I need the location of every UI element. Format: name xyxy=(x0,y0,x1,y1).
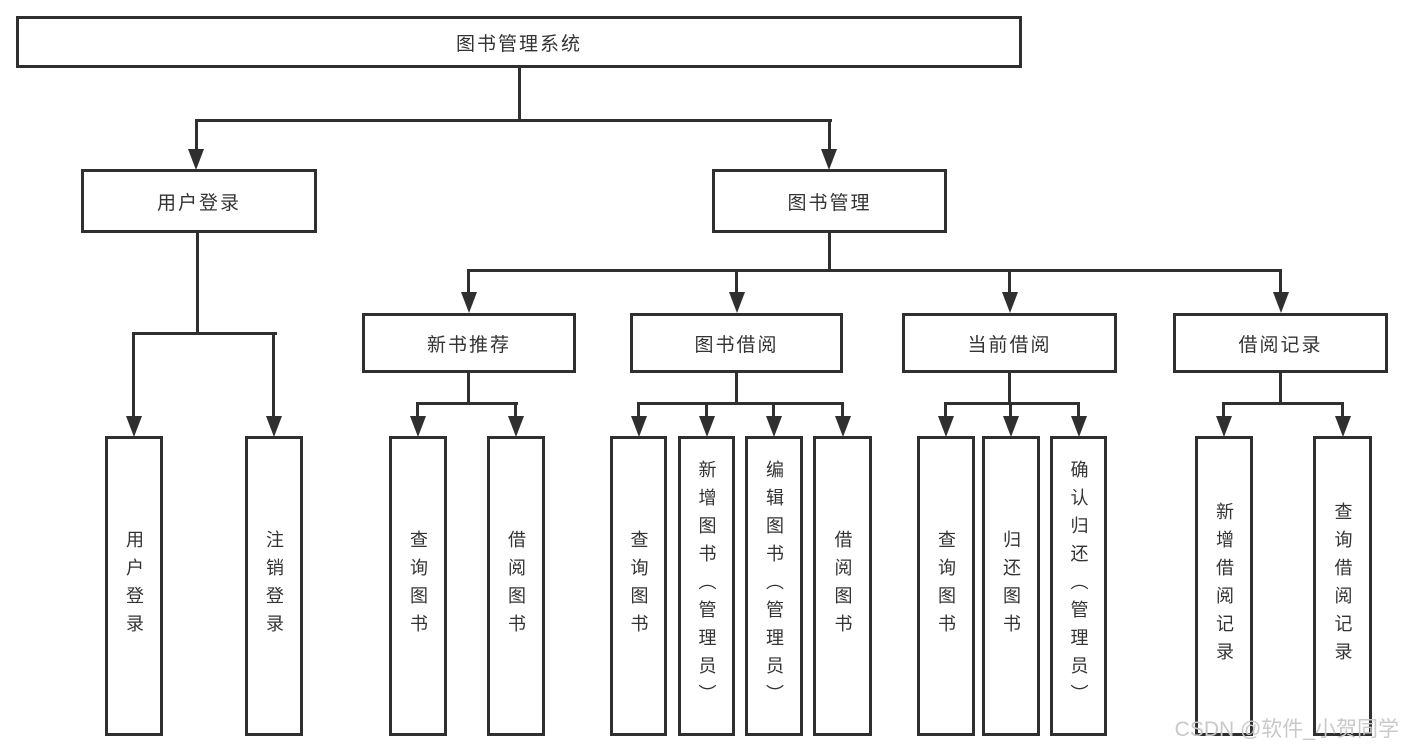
leaf-user-login-label: 用户登录 xyxy=(124,530,144,642)
connector-line xyxy=(637,402,640,418)
node-book-borrow-label: 图书借阅 xyxy=(694,334,779,356)
connector-line xyxy=(772,402,775,418)
node-book-management-label: 图书管理 xyxy=(787,192,872,214)
leaf-newbook-borrow-label: 借阅图书 xyxy=(506,530,526,642)
connector-line xyxy=(1008,269,1011,295)
arrowhead-down-icon xyxy=(266,416,282,437)
arrowhead-down-icon xyxy=(1003,416,1019,437)
leaf-current-confirm-return-label: 确认归还（管理员） xyxy=(1068,460,1089,712)
leaf-current-query: 查询图书 xyxy=(917,436,975,736)
arrowhead-down-icon xyxy=(461,292,477,313)
arrowhead-down-icon xyxy=(835,416,851,437)
arrowhead-down-icon xyxy=(699,416,715,437)
leaf-borrow-add-book-label: 新增图书（管理员） xyxy=(696,460,717,712)
arrowhead-down-icon xyxy=(938,416,954,437)
connector-line xyxy=(132,332,277,335)
arrowhead-down-icon xyxy=(729,292,745,313)
leaf-borrow-edit-book: 编辑图书（管理员） xyxy=(745,436,803,736)
leaf-logout: 注销登录 xyxy=(245,436,303,736)
connector-line xyxy=(1009,402,1012,418)
connector-line xyxy=(1279,269,1282,295)
node-current-borrow: 当前借阅 xyxy=(902,313,1117,373)
arrowhead-down-icon xyxy=(410,416,426,437)
node-new-book-recommend: 新书推荐 xyxy=(362,313,576,373)
node-root-label: 图书管理系统 xyxy=(455,33,582,55)
arrowhead-down-icon xyxy=(126,416,142,437)
connector-line xyxy=(467,269,470,295)
node-root: 图书管理系统 xyxy=(16,16,1022,68)
arrowhead-down-icon xyxy=(508,416,524,437)
connector-line xyxy=(195,119,832,122)
connector-line xyxy=(1279,371,1282,405)
leaf-borrow-query: 查询图书 xyxy=(610,436,667,736)
connector-line xyxy=(1222,402,1225,418)
leaf-newbook-query-label: 查询图书 xyxy=(408,530,428,642)
connector-line xyxy=(1008,371,1011,405)
leaf-borrow-borrow-book: 借阅图书 xyxy=(813,436,872,736)
leaf-borrow-borrow-book-label: 借阅图书 xyxy=(832,530,853,642)
leaf-records-query: 查询借阅记录 xyxy=(1313,436,1372,736)
arrowhead-down-icon xyxy=(1216,416,1232,437)
node-book-borrow: 图书借阅 xyxy=(630,313,843,373)
node-user-login-label: 用户登录 xyxy=(156,192,241,214)
node-new-book-recommend-label: 新书推荐 xyxy=(426,334,511,356)
arrowhead-down-icon xyxy=(1273,292,1289,313)
node-book-management: 图书管理 xyxy=(712,169,947,233)
connector-line xyxy=(735,371,738,405)
node-borrow-records-label: 借阅记录 xyxy=(1238,334,1323,356)
connector-line xyxy=(272,332,275,418)
connector-line xyxy=(416,402,518,405)
leaf-newbook-borrow: 借阅图书 xyxy=(487,436,545,736)
arrowhead-down-icon xyxy=(1002,292,1018,313)
connector-line xyxy=(518,66,521,122)
connector-line xyxy=(416,402,419,418)
node-user-login: 用户登录 xyxy=(81,169,317,233)
connector-line xyxy=(196,231,199,334)
node-borrow-records: 借阅记录 xyxy=(1173,313,1388,373)
node-current-borrow-label: 当前借阅 xyxy=(967,334,1052,356)
arrowhead-down-icon xyxy=(821,149,837,170)
leaf-user-login: 用户登录 xyxy=(105,436,163,736)
arrowhead-down-icon xyxy=(1071,416,1087,437)
leaf-records-query-label: 查询借阅记录 xyxy=(1332,502,1353,670)
connector-line xyxy=(735,269,738,295)
leaf-current-return-label: 归还图书 xyxy=(1001,530,1021,642)
leaf-current-query-label: 查询图书 xyxy=(936,530,956,642)
connector-line xyxy=(944,402,1080,405)
arrowhead-down-icon xyxy=(188,149,204,170)
connector-line xyxy=(637,402,844,405)
leaf-borrow-edit-book-label: 编辑图书（管理员） xyxy=(764,460,784,712)
leaf-newbook-query: 查询图书 xyxy=(389,436,447,736)
connector-line xyxy=(514,402,517,418)
arrowhead-down-icon xyxy=(766,416,782,437)
connector-line xyxy=(841,402,844,418)
leaf-records-add: 新增借阅记录 xyxy=(1195,436,1253,736)
csdn-watermark: CSDN @软件_小贺同学 xyxy=(1174,718,1399,741)
connector-line xyxy=(132,332,135,418)
leaf-borrow-add-book: 新增图书（管理员） xyxy=(678,436,735,736)
leaf-borrow-query-label: 查询图书 xyxy=(628,530,649,642)
connector-line xyxy=(828,231,831,272)
connector-line xyxy=(195,119,198,151)
arrowhead-down-icon xyxy=(631,416,647,437)
connector-line xyxy=(1077,402,1080,418)
arrowhead-down-icon xyxy=(1335,416,1351,437)
connector-line xyxy=(467,269,1282,272)
connector-line xyxy=(467,371,470,405)
leaf-logout-label: 注销登录 xyxy=(264,530,284,642)
connector-line xyxy=(705,402,708,418)
connector-line xyxy=(828,119,831,151)
leaf-current-return: 归还图书 xyxy=(982,436,1040,736)
leaf-records-add-label: 新增借阅记录 xyxy=(1214,502,1234,670)
connector-line xyxy=(944,402,947,418)
connector-line xyxy=(1222,402,1344,405)
leaf-current-confirm-return: 确认归还（管理员） xyxy=(1050,436,1107,736)
connector-line xyxy=(1341,402,1344,418)
